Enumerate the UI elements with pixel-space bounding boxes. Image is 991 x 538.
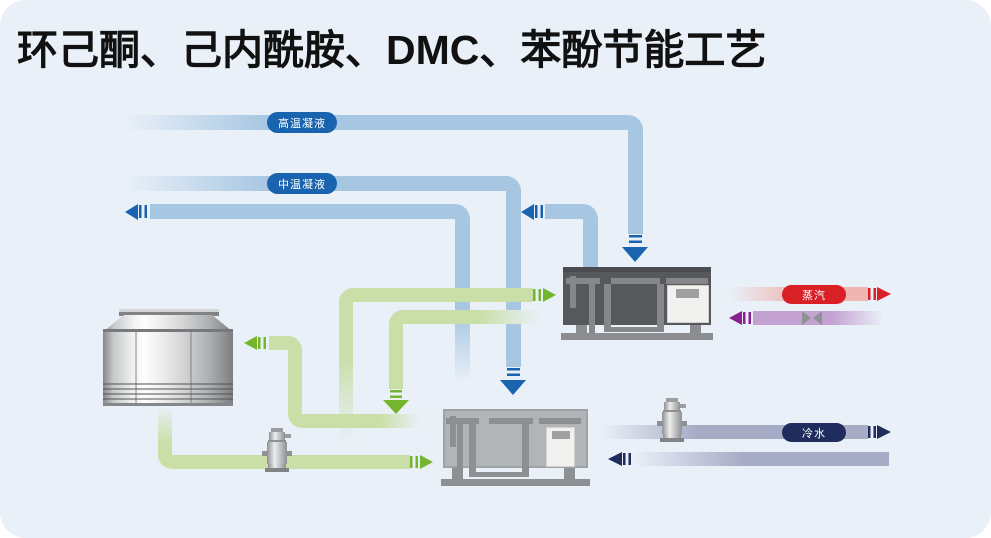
- machine-panel-screen: [552, 431, 570, 439]
- tank-ribs: [103, 383, 233, 404]
- machine-leg: [690, 325, 701, 335]
- machine-detail-cross: [446, 418, 479, 424]
- machine-detail-cross: [566, 278, 600, 284]
- machine-inner-pipe-bar: [604, 327, 664, 332]
- machine-inner-pipe: [657, 284, 664, 332]
- machine-base: [561, 333, 713, 340]
- machine-leg: [564, 468, 575, 481]
- machine-detail-rail: [489, 418, 533, 424]
- tank-top-plate: [119, 309, 219, 316]
- machine-detail-cross: [450, 416, 456, 447]
- pump-icon: [657, 398, 687, 442]
- machine-inner-pipe: [604, 284, 611, 332]
- page-title: 环己酮、己内酰胺、DMC、苯酚节能工艺: [17, 27, 767, 73]
- pump-icon: [262, 428, 292, 472]
- machine-detail-cross: [570, 276, 576, 308]
- machine-base: [441, 479, 590, 486]
- tank-seam: [135, 332, 137, 405]
- machine-inner-pipe-bar: [469, 472, 529, 477]
- machine-inner-pipe: [589, 284, 595, 333]
- machine-top-band: [563, 267, 711, 272]
- machine-leg: [576, 325, 587, 335]
- tank-bottom-line: [103, 403, 233, 406]
- tank-seam: [190, 332, 192, 405]
- tank: [103, 309, 233, 407]
- tank-shoulder-line: [103, 329, 233, 332]
- machine-detail-rail: [539, 418, 581, 424]
- machine-inner-pipe: [522, 424, 529, 472]
- machine-detail-rail: [611, 278, 660, 284]
- machine-inner-pipe: [457, 424, 463, 478]
- machine-panel-screen: [676, 289, 699, 298]
- machine-detail-rail: [666, 278, 708, 284]
- machine-inner-pipe: [469, 424, 476, 472]
- heat-pump-unit-bottom: [441, 409, 591, 487]
- tank-shoulder: [103, 315, 233, 332]
- heat-pump-unit-top: [561, 267, 713, 342]
- machine-leg: [452, 468, 463, 481]
